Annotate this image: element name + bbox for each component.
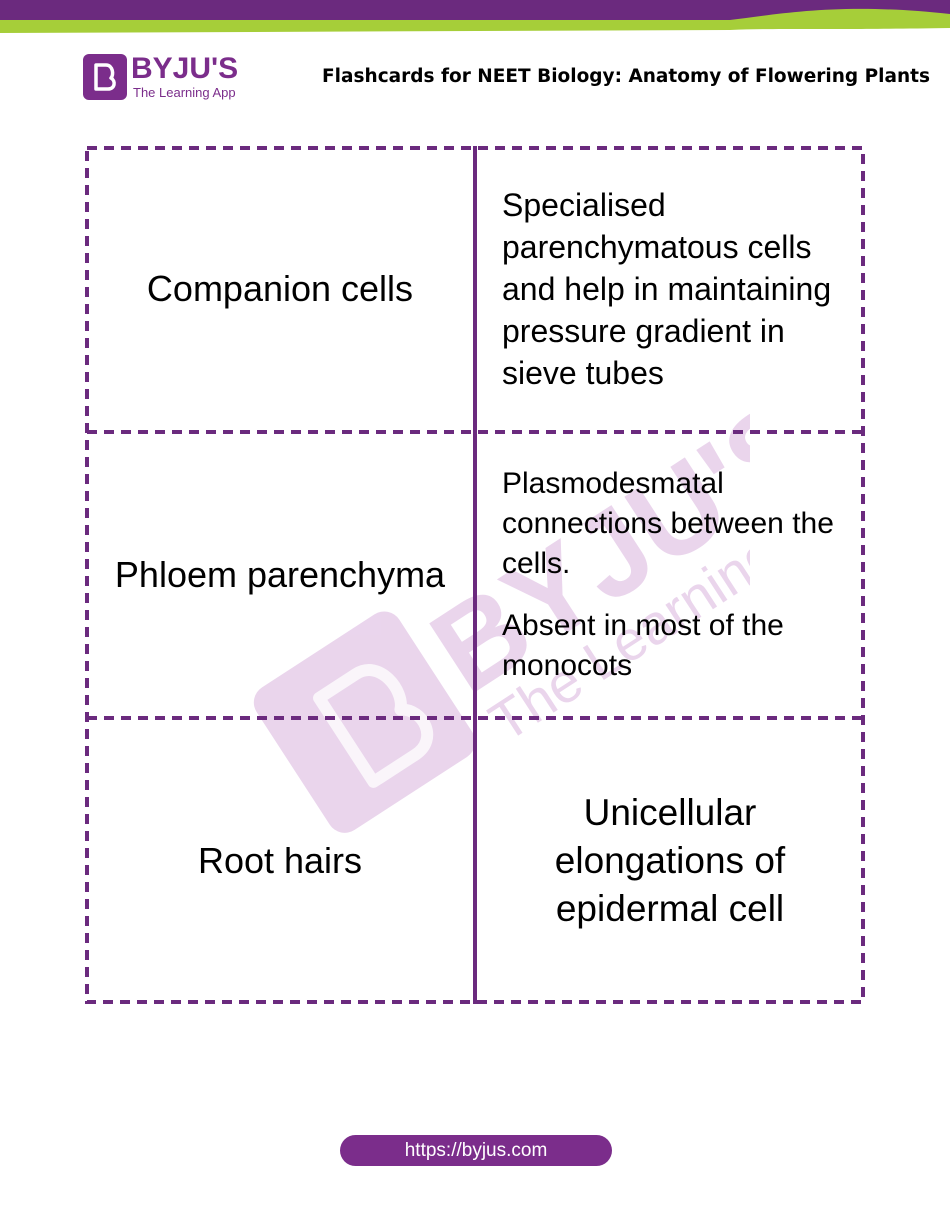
definition-text: Plasmodesmatal connections between the c… <box>502 467 834 580</box>
logo-mark-icon <box>83 54 127 100</box>
flashcard-grid: Companion cells Specialised parenchymato… <box>85 146 865 1004</box>
card-term-companion-cells: Companion cells <box>146 268 414 309</box>
document-title: Flashcards for NEET Biology: Anatomy of … <box>322 66 930 87</box>
definition-text: Unicellular elongations of epidermal cel… <box>554 792 786 929</box>
byjus-logo: BYJU'S The Learning App <box>83 52 253 104</box>
card-term-root-hairs: Root hairs <box>197 840 363 881</box>
footer-website-link[interactable]: https://byjus.com <box>340 1135 612 1166</box>
definition-text: Specialised parenchymatous cells and hel… <box>502 187 832 391</box>
definition-text: Absent in most of the monocots <box>502 609 784 682</box>
card-definition-phloem-parenchyma: Plasmodesmatal connections between the c… <box>475 432 865 718</box>
card-definition-root-hairs: Unicellular elongations of epidermal cel… <box>475 718 865 1004</box>
card-term-phloem-parenchyma: Phloem parenchyma <box>114 554 446 595</box>
card-definition-companion-cells: Specialised parenchymatous cells and hel… <box>475 146 865 432</box>
logo-tagline: The Learning App <box>133 85 236 100</box>
header-decor-band <box>0 0 950 33</box>
logo-brand-name: BYJU'S <box>131 52 239 85</box>
